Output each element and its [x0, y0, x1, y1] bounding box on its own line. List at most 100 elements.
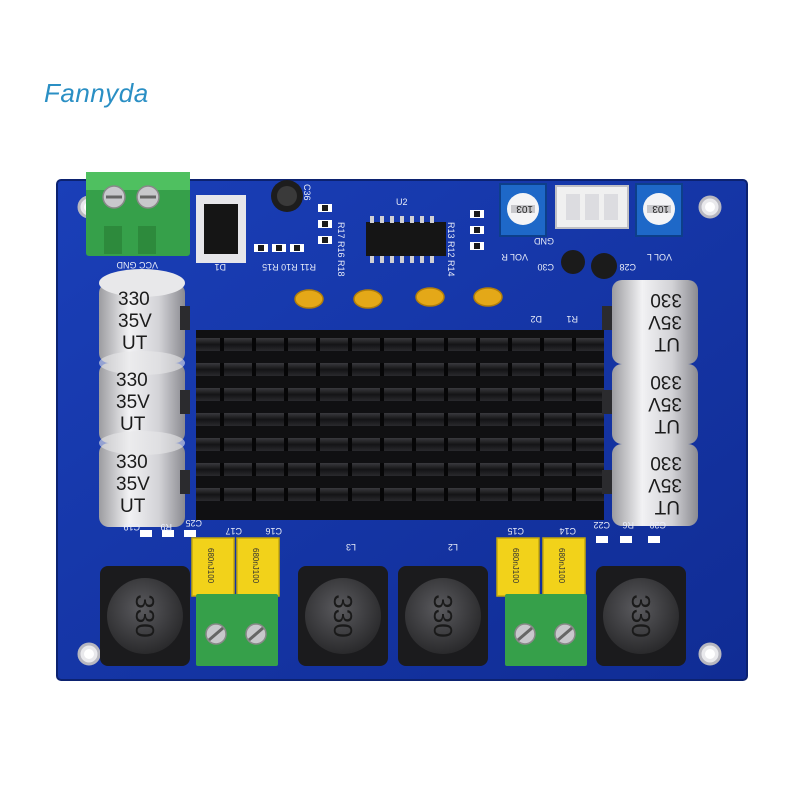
power-terminal-block: [86, 172, 190, 256]
film-cap-1-label: 680nJ100: [206, 548, 215, 584]
heatsink-fin-gap: [444, 413, 448, 426]
heatsink-fin-gap: [220, 413, 224, 426]
silk-vol-l: VOL L: [647, 252, 672, 262]
heatsink-fin-gap: [412, 363, 416, 376]
heatsink-fin-gap: [348, 388, 352, 401]
heatsink-fin-gap: [348, 488, 352, 501]
silk-c22: C22: [593, 520, 610, 530]
film-cap-4-label: 680nJ100: [557, 548, 566, 584]
silk-c20: C20: [649, 520, 666, 530]
silk-r17-r16-r18: R17 R16 R18: [336, 222, 346, 277]
heatsink-fin-gap: [220, 488, 224, 501]
cap-right-2-line3: 330: [650, 371, 682, 392]
small-electrolytic-capacitor-top: [271, 180, 303, 212]
inductor-2: 330: [298, 566, 388, 666]
heatsink-fin-gap: [284, 488, 288, 501]
heatsink-fin-gap: [380, 438, 384, 451]
silk-r13-r12-r14: R13 R12 R14: [446, 222, 456, 277]
silk-c25: C25: [185, 518, 202, 528]
ic-u2: [366, 216, 446, 263]
silk-l2: L2: [448, 542, 458, 552]
heatsink-fin-gap: [444, 488, 448, 501]
inductor-4: 330: [596, 566, 686, 666]
heatsink-fin-gap: [316, 388, 320, 401]
heatsink-fin-gap: [380, 463, 384, 476]
heatsink-fin-gap: [476, 488, 480, 501]
heatsink-fin-gap: [572, 463, 576, 476]
heatsink-fin-gap: [284, 463, 288, 476]
heatsink-fin-gap: [284, 338, 288, 351]
heatsink-fin-gap: [540, 463, 544, 476]
capacitor-left-3: [99, 431, 190, 527]
ceramic-capacitors: [294, 287, 503, 309]
silk-c15: C15: [507, 526, 524, 536]
cap-right-2-line2: 35V: [648, 393, 682, 414]
heatsink-fin-gap: [380, 488, 384, 501]
silk-l3: L3: [346, 542, 356, 552]
silk-c19: C19: [123, 522, 140, 532]
heatsink-fin-gap: [540, 388, 544, 401]
heatsink-fin-gap: [348, 338, 352, 351]
silk-r11-r10-r15: R11 R10 R15: [262, 262, 316, 272]
heatsink-fin-gap: [412, 488, 416, 501]
heatsink-fin-gap: [412, 463, 416, 476]
inductor-label: 330: [428, 594, 458, 637]
cap-left-3-line2: 35V: [116, 474, 150, 495]
potentiometer-vol-r: [499, 183, 547, 237]
silk-r1: R1: [566, 314, 578, 324]
speaker-terminal-right: [505, 594, 587, 666]
heatsink-fin-gap: [220, 338, 224, 351]
heatsink-fin-gap: [252, 363, 256, 376]
cap-right-1-line2: 35V: [648, 311, 682, 332]
inductor-label: 330: [626, 594, 656, 637]
heatsink-fin-gap: [380, 388, 384, 401]
heatsink-fin-gap: [252, 438, 256, 451]
heatsink-fin-gap: [252, 388, 256, 401]
cap-left-1-line1: 330: [118, 289, 150, 310]
heatsink-fin-gap: [220, 388, 224, 401]
heatsink-fin-gap: [252, 488, 256, 501]
small-capacitor-c28: [591, 253, 617, 279]
heatsink-fin-gap: [220, 363, 224, 376]
heatsink-fin-row: [196, 488, 604, 501]
heatsink-fin-row: [196, 338, 604, 351]
input-connector: [555, 185, 629, 229]
heatsink-fin-gap: [412, 338, 416, 351]
heatsink-fin-gap: [540, 363, 544, 376]
cap-right-3-line2: 35V: [648, 474, 682, 495]
silk-gnd: GND: [534, 236, 555, 246]
film-cap-3-label: 680nJ100: [511, 548, 520, 584]
capacitor-right-2: [602, 364, 698, 444]
heatsink-fin-gap: [540, 413, 544, 426]
silk-u2: U2: [396, 197, 408, 207]
heatsink-fin-gap: [380, 363, 384, 376]
heatsink-fin-gap: [252, 338, 256, 351]
heatsink-fin-gap: [316, 363, 320, 376]
heatsink-fin-gap: [508, 363, 512, 376]
inductor-3: 330: [398, 566, 488, 666]
heatsink-fin-gap: [284, 438, 288, 451]
heatsink-fin-gap: [508, 488, 512, 501]
heatsink-fin-gap: [508, 388, 512, 401]
silk-d2: D2: [530, 314, 542, 324]
heatsink-fin-gap: [508, 413, 512, 426]
cap-left-1-line3: UT: [122, 333, 148, 354]
heatsink-fin-gap: [220, 463, 224, 476]
silk-c28: C28: [619, 262, 636, 272]
heatsink-fin-row: [196, 413, 604, 426]
potentiometer-vol-l: [635, 183, 683, 237]
heatsink-fin-gap: [316, 338, 320, 351]
silk-vol-r: VOL R: [501, 252, 528, 262]
cap-right-1-line3: 330: [650, 289, 682, 310]
heatsink-fin-gap: [444, 463, 448, 476]
heatsink-fin-gap: [348, 438, 352, 451]
silk-c14: C14: [559, 526, 576, 536]
heatsink-fin-gap: [444, 388, 448, 401]
heatsink-fin-gap: [476, 338, 480, 351]
heatsink-fin-gap: [412, 388, 416, 401]
heatsink-fin-gap: [380, 413, 384, 426]
heatsink-fin-gap: [540, 438, 544, 451]
cap-left-3-line3: UT: [120, 496, 146, 517]
heatsink-fin-gap: [316, 438, 320, 451]
